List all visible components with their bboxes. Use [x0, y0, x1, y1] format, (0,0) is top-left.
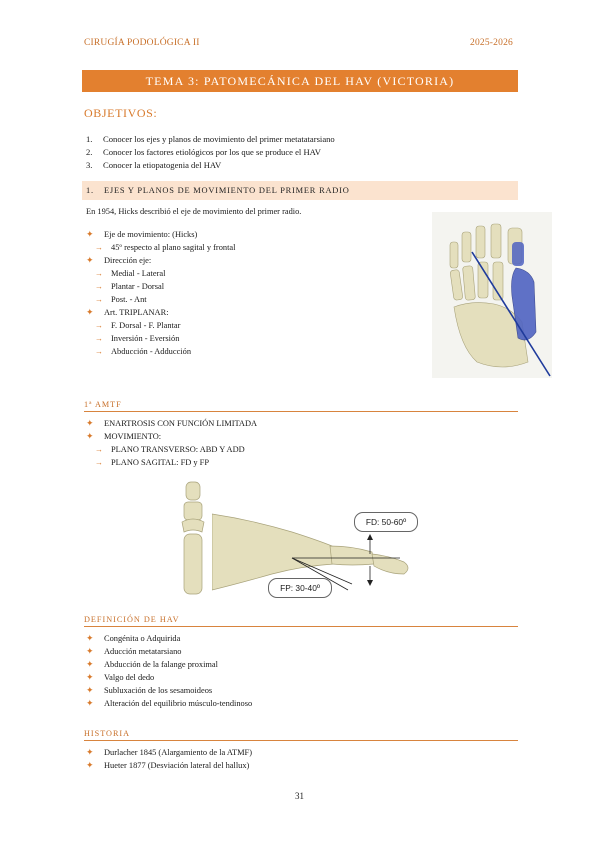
list-item: →PLANO SAGITAL: FD y FP [95, 458, 209, 467]
list-item: ✦Dirección eje: [86, 255, 152, 265]
list-item: ✦Subluxación de los sesamoideos [86, 685, 213, 695]
list-item: 1.Conocer los ejes y planos de movimient… [86, 134, 335, 144]
list-item: →PLANO TRANSVERSO: ABD Y ADD [95, 445, 245, 454]
list-item: →Post. - Ant [95, 295, 147, 304]
definition-list: ✦Congénita o Adquirida ✦Aducción metatar… [86, 632, 252, 710]
objectives-list: 1.Conocer los ejes y planos de movimient… [86, 133, 335, 172]
list-item: ✦MOVIMIENTO: [86, 431, 162, 441]
amtf-list: ✦ENARTROSIS CON FUNCIÓN LIMITADA ✦MOVIMI… [86, 417, 257, 469]
list-item: ✦ENARTROSIS CON FUNCIÓN LIMITADA [86, 418, 258, 428]
list-item: 3.Conocer la etiopatogenia del HAV [86, 160, 222, 170]
header-year: 2025-2026 [470, 38, 513, 48]
axis-list: ✦Eje de movimiento: (Hicks) →45º respect… [86, 228, 235, 358]
hallux-joint-illustration [181, 481, 205, 595]
list-item: ✦Hueter 1877 (Desviación lateral del hal… [86, 760, 250, 770]
list-item: →Inversión - Eversión [95, 334, 180, 343]
section-intro: En 1954, Hicks describió el eje de movim… [86, 207, 302, 216]
list-item: ✦Art. TRIPLANAR: [86, 307, 169, 317]
list-item: ✦Congénita o Adquirida [86, 633, 181, 643]
list-item: ✦Abducción de la falange proximal [86, 659, 218, 669]
list-item: 2.Conocer los factores etiológicos por l… [86, 147, 321, 157]
sagittal-motion-illustration [212, 494, 422, 596]
amtf-heading: 1ª AMTF [84, 400, 518, 412]
list-item: →45º respecto al plano sagital y frontal [95, 243, 236, 252]
dorsiflexion-label: FD: 50-60º [354, 512, 418, 532]
header-course: CIRUGÍA PODOLÓGICA II [84, 38, 200, 48]
history-heading: HISTORIA [84, 729, 518, 741]
foot-skeleton-illustration [432, 212, 552, 378]
definition-heading: DEFINICIÓN DE HAV [84, 615, 518, 627]
page-number: 31 [295, 791, 304, 801]
list-item: →Plantar - Dorsal [95, 282, 165, 291]
list-item: ✦Durlacher 1845 (Alargamiento de la ATMF… [86, 747, 252, 757]
list-item: ✦Aducción metatarsiano [86, 646, 182, 656]
objectives-heading: OBJETIVOS: [84, 106, 158, 120]
list-item: →Medial - Lateral [95, 269, 166, 278]
history-list: ✦Durlacher 1845 (Alargamiento de la ATMF… [86, 746, 252, 772]
list-item: ✦Eje de movimiento: (Hicks) [86, 229, 198, 239]
list-item: ✦Alteración del equilibrio músculo-tendi… [86, 698, 253, 708]
plantarflexion-label: FP: 30-40º [268, 578, 332, 598]
list-item: ✦Valgo del dedo [86, 672, 155, 682]
topic-title: TEMA 3: PATOMECÁNICA DEL HAV (VICTORIA) [82, 70, 518, 92]
list-item: →F. Dorsal - F. Plantar [95, 321, 181, 330]
section-heading: 1.EJES Y PLANOS DE MOVIMIENTO DEL PRIMER… [82, 181, 518, 200]
list-item: →Abducción - Adducción [95, 347, 192, 356]
